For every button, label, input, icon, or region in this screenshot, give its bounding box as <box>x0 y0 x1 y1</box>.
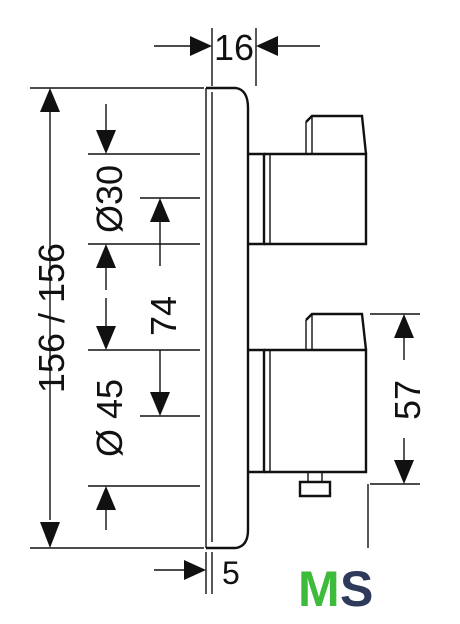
dimension-height-156: 156 / 156 <box>30 87 204 549</box>
dimension-distance-74: 74 <box>140 197 200 417</box>
dimension-dia-45: Ø 45 <box>88 298 200 530</box>
dim-label-dia30: Ø30 <box>89 165 130 233</box>
ms-logo: M S <box>298 561 373 617</box>
dimension-dia-30: Ø30 <box>88 104 200 290</box>
dim-label-16: 16 <box>214 27 254 68</box>
valve-body <box>205 86 368 550</box>
logo-letter-m: M <box>298 561 340 617</box>
dimension-height-57: 57 <box>367 313 428 548</box>
dim-label-dia45: Ø 45 <box>89 379 130 457</box>
dim-label-156: 156 / 156 <box>31 243 72 393</box>
dimension-width-16: 16 <box>154 27 320 86</box>
dimension-depth-5: 5 <box>154 552 240 594</box>
dim-label-5: 5 <box>222 555 240 591</box>
dim-label-57: 57 <box>387 380 428 420</box>
dim-label-74: 74 <box>143 296 184 336</box>
logo-letter-s: S <box>340 561 373 617</box>
